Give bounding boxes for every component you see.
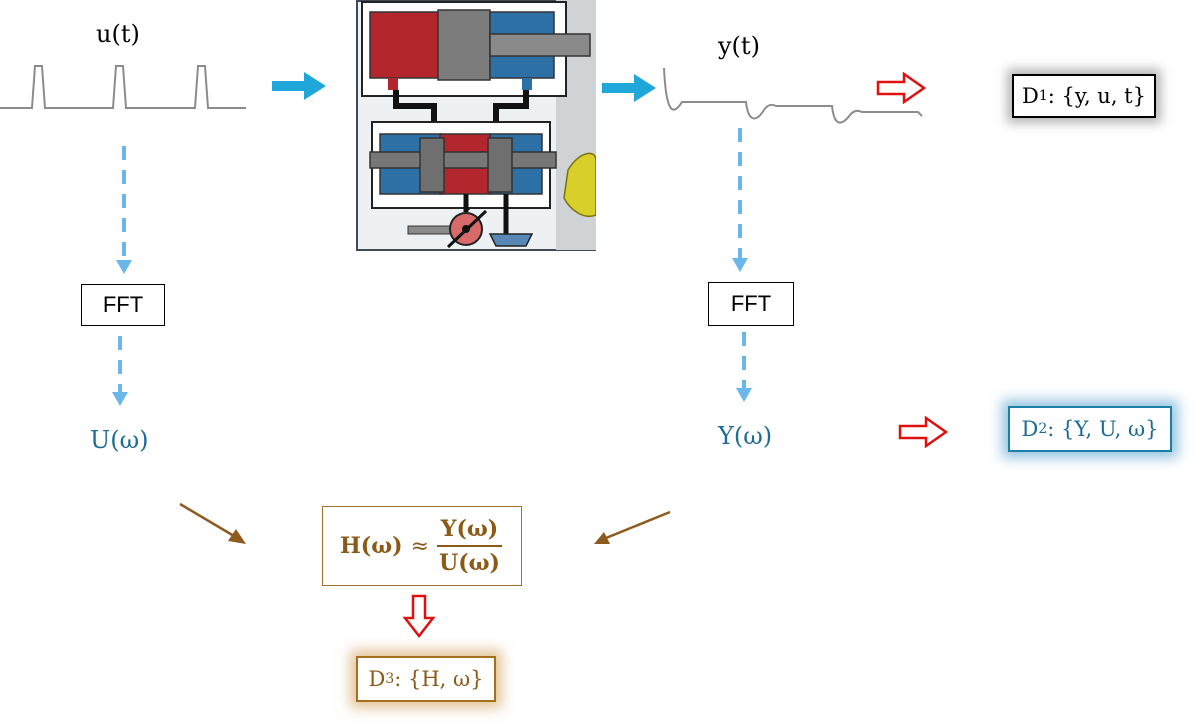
left-brown-arrow (179, 502, 246, 544)
transfer-denominator: U(ω) (439, 550, 500, 576)
input-pulse-train (0, 65, 246, 109)
dataset-d2-subscript: 2 (1038, 421, 1048, 437)
dataset-d3-name: D (368, 667, 386, 691)
input-spectrum-label: U(ω) (90, 426, 149, 454)
system-to-output-arrow (602, 74, 656, 102)
hydraulic-system-diagram (356, 0, 596, 251)
right-brown-arrow (594, 510, 671, 544)
transfer-function-box: H(ω) ≈ Y(ω) U(ω) (322, 506, 522, 586)
dataset-d3-content: : {H, ω} (394, 667, 484, 691)
input-signal-label: u(t) (96, 20, 140, 48)
left-dashed-arrow-to-fft (116, 146, 132, 274)
dataset-d1-name: D (1022, 84, 1039, 108)
output-response-curve (663, 67, 923, 124)
output-spectrum-label: Y(ω) (718, 422, 773, 450)
dataset-d2-name: D (1021, 417, 1039, 441)
output-signal-label: y(t) (718, 32, 760, 60)
input-to-system-arrow (272, 72, 326, 100)
right-fft-box: FFT (708, 282, 794, 326)
dataset-d3-subscript: 3 (385, 671, 395, 687)
left-dashed-arrow-to-spectrum (112, 336, 128, 406)
d2-output-arrow (898, 416, 949, 448)
right-dashed-arrow-to-spectrum (736, 332, 752, 402)
right-dashed-arrow-to-fft (732, 128, 748, 272)
transfer-approx: ≈ (410, 533, 430, 559)
dataset-d1-content: : {y, u, t} (1047, 84, 1146, 108)
dataset-d1-subscript: 1 (1038, 88, 1048, 104)
d3-output-arrow (402, 594, 436, 639)
transfer-numerator: Y(ω) (436, 516, 503, 547)
transfer-fraction: Y(ω) U(ω) (435, 516, 504, 576)
left-fft-box: FFT (81, 284, 165, 326)
right-fft-label: FFT (730, 291, 772, 316)
transfer-lhs: H(ω) (340, 533, 403, 559)
dataset-d2-content: : {Y, U, ω} (1047, 417, 1159, 441)
left-fft-label: FFT (102, 292, 144, 317)
d1-output-arrow (876, 72, 927, 104)
